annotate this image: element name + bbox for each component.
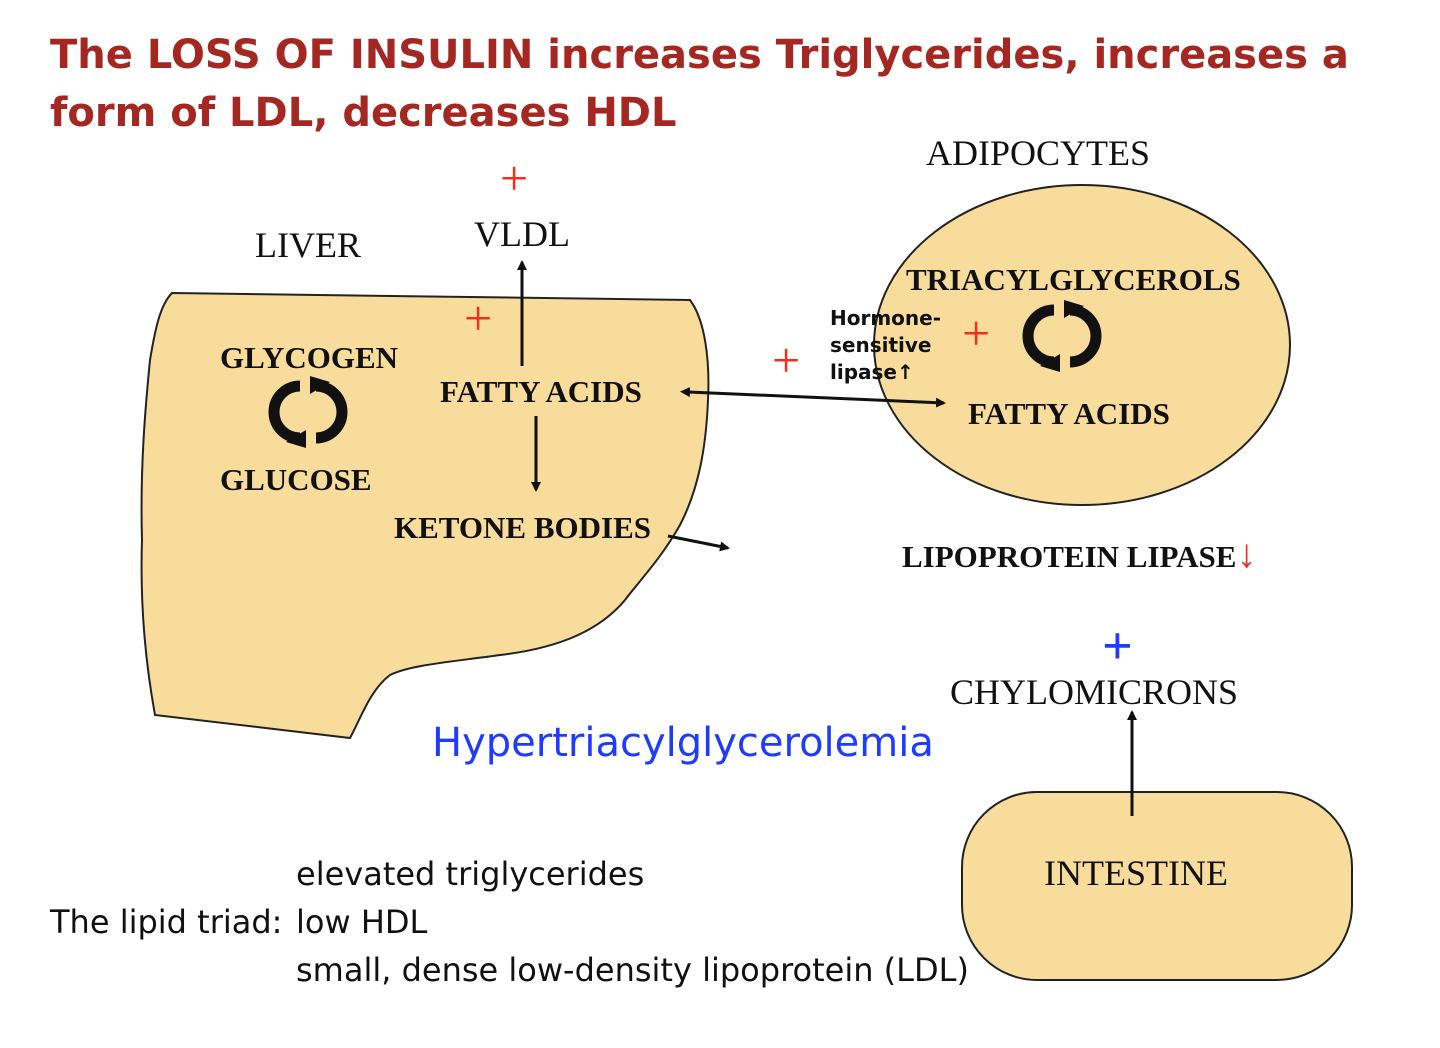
cycle-arrows-icon xyxy=(1022,300,1102,372)
liver-fatty-acids-label: FATTY ACIDS xyxy=(440,374,642,409)
vldl-plus-sign: + xyxy=(500,150,529,206)
liver-fatty-acids-plus-sign: + xyxy=(464,290,493,346)
adipocyte-cell xyxy=(873,184,1291,506)
lipase-plus-sign: + xyxy=(772,332,801,388)
hsl-line: sensitive xyxy=(830,333,932,357)
fatty-acids-exchange-arrow xyxy=(680,387,946,408)
triacylglycerols-label: TRIACYLGLYCEROLS xyxy=(906,262,1241,297)
triad-item: low HDL xyxy=(296,903,428,941)
triad-prefix: The lipid triad: xyxy=(50,903,283,941)
chylomicrons-plus-sign: + xyxy=(1102,616,1133,676)
vldl-label: VLDL xyxy=(474,214,570,254)
lipoprotein-lipase-label: LIPOPROTEIN LIPASE↓ xyxy=(902,530,1256,577)
hormone-sensitive-lipase-label: Hormone- sensitive lipase↑ xyxy=(830,305,941,386)
decrease-arrow-icon: ↓ xyxy=(1236,531,1257,576)
chylomicrons-label: CHYLOMICRONS xyxy=(950,672,1239,712)
hsl-line: lipase↑ xyxy=(830,360,914,384)
lipoprotein-lipase-text: LIPOPROTEIN LIPASE xyxy=(902,539,1237,574)
adipocyte-fatty-acids-label: FATTY ACIDS xyxy=(968,396,1170,431)
liver-shape xyxy=(140,291,710,740)
intestine-label: INTESTINE xyxy=(1044,853,1228,893)
glycogen-label: GLYCOGEN xyxy=(220,340,399,375)
ketone-bodies-label: KETONE BODIES xyxy=(394,510,651,545)
hsl-line: Hormone- xyxy=(830,306,942,330)
hypertriacylglycerolemia-label: Hypertriacylglycerolemia xyxy=(432,720,934,766)
liver-label: LIVER xyxy=(255,225,361,265)
intestine-shape xyxy=(961,791,1353,981)
triad-item: small, dense low-density lipoprotein (LD… xyxy=(296,951,969,989)
glucose-label: GLUCOSE xyxy=(220,462,372,497)
cycle-arrows-icon xyxy=(268,376,348,448)
adipocyte-plus-sign: + xyxy=(962,305,991,361)
ketone-output-arrow xyxy=(667,534,730,552)
adipocytes-label: ADIPOCYTES xyxy=(926,133,1151,173)
slide-title: The LOSS OF INSULIN increases Triglyceri… xyxy=(50,32,1349,136)
triad-item: elevated triglycerides xyxy=(296,855,645,893)
